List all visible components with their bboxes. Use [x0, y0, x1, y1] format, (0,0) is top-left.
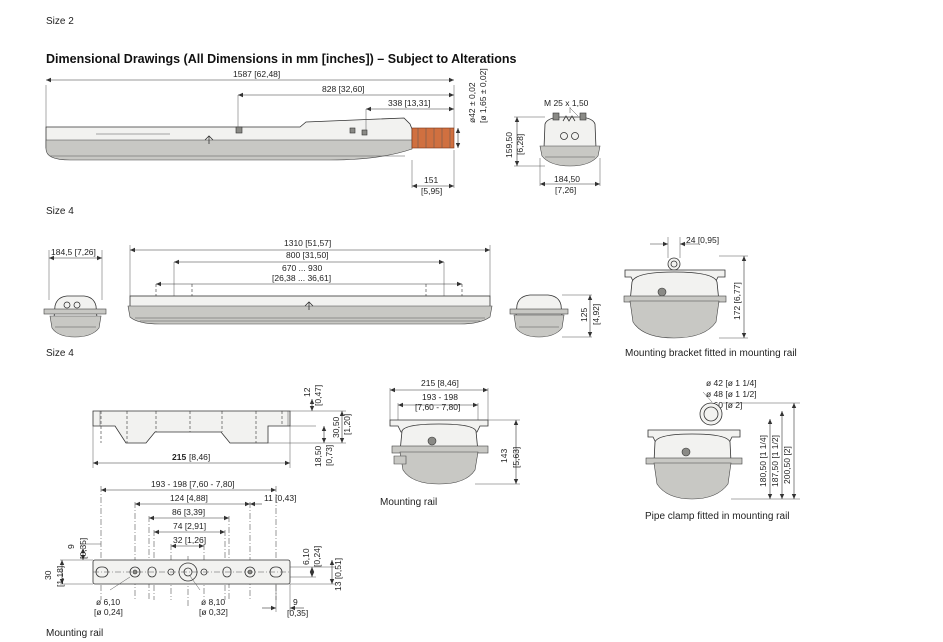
size4-end-view-left: 184,5 [7,26] — [43, 247, 107, 338]
rail-top9-label: 9 — [66, 544, 76, 549]
rail-span-193-label: 193 - 198 [7,60 - 7,80] — [151, 479, 235, 489]
pipe-clamp-ring — [699, 402, 723, 426]
pipe-h180-label: 180,50 [1 1/4] — [758, 435, 768, 487]
pipe-section — [411, 127, 455, 149]
gland-mark-icon — [204, 135, 214, 144]
end-width-label: 184,50 — [554, 174, 580, 184]
pipe-d42-label: ø 42 [ø 1 1/4] — [706, 378, 757, 388]
rail-top-view: 193 - 198 [7,60 - 7,80] 124 [4,88] 11 [0… — [43, 479, 343, 639]
bracket-eye-icon — [667, 257, 681, 271]
hole-810-inch-label: [ø 0,32] — [199, 607, 228, 617]
dia-165-label: [ø 1,65 ± 0,02] — [478, 68, 488, 123]
mrail-height-inch-label: [5,63] — [511, 447, 521, 468]
mrail-span-inch-label: [7,60 - 7,80] — [415, 402, 460, 412]
dia-42-label: ø42 ± 0,02 — [467, 82, 477, 123]
rail-h1850-label: 18,50 — [313, 445, 323, 467]
size4-range-inch-label: [26,38 ... 36,61] — [272, 273, 331, 283]
rail-length-label: 215 — [172, 452, 186, 462]
size4-end-width-label: 184,5 [7,26] — [51, 247, 96, 257]
hole-610-inch-label: [ø 0,24] — [94, 607, 123, 617]
size4-side-view: 1310 [51,57] 800 [31,50] 670 ... 930 [26… — [127, 238, 493, 325]
rail-h3050-inch-label: [1,20] — [342, 414, 352, 435]
cable-entry-icon — [560, 132, 568, 140]
mounting-bracket-view: 24 [0,95] 172 [6,77] Mounting bracket fi… — [623, 235, 797, 359]
slot-icon — [95, 566, 109, 578]
pipe-h187-label: 187,50 [1 1/2] — [770, 435, 780, 487]
dim-1587-label: 1587 [62,48] — [233, 69, 280, 79]
rail-bot9-inch-label: [0,35] — [287, 608, 308, 618]
rail-side-view: 12 [0,47] 30,50 [1,20] 18,50 [0,73] 215 … — [92, 385, 352, 468]
mrail-width-label: 215 [8,46] — [421, 378, 459, 388]
rail-bot9-label: 9 — [293, 597, 298, 607]
rail-h1850-inch-label: [0,73] — [324, 445, 334, 466]
dim-151-inch-label: [5,95] — [421, 186, 442, 196]
hole-810-label: ø 8,10 — [201, 597, 225, 607]
size2-end-view: M 25 x 1,50 159,50 [6,28] 184,50 [7,26] — [504, 98, 601, 195]
mrail-height-label: 143 — [499, 449, 509, 463]
rail-span-86-label: 86 [3,39] — [172, 507, 205, 517]
size4-end-view-right: 125 [4,92] — [509, 294, 601, 338]
size4-span-800-label: 800 [31,50] — [286, 250, 329, 260]
mounting-rail-view: 215 [8,46] 193 - 198 [7,60 - 7,80] 143 [… — [380, 378, 521, 508]
rail-h30-label: 30 — [43, 570, 53, 580]
rail-h30-inch-label: [1,18] — [55, 566, 65, 587]
center-hole-icon — [178, 562, 198, 582]
pipe-d60-label: ø 60 [ø 2] — [706, 400, 742, 410]
mrail-span-label: 193 - 198 — [422, 392, 458, 402]
dim-338-label: 338 [13,31] — [388, 98, 431, 108]
end-width-inch-label: [7,26] — [555, 185, 576, 195]
rail-top9-inch-label: [0,35] — [78, 538, 88, 559]
size4-end-height-inch-label: [4,92] — [591, 304, 601, 325]
cable-gland-icon — [657, 287, 667, 297]
end-height-inch-label: [6,28] — [515, 134, 525, 155]
rail-h12-inch-label: [0,47] — [313, 385, 323, 406]
gland-icon — [562, 115, 576, 122]
dim-151-label: 151 — [424, 175, 438, 185]
rail-span-11-label: 11 [0,43] — [264, 493, 296, 503]
pipe-clamp-caption: Pipe clamp fitted in mounting rail — [645, 511, 790, 522]
size4-length-label: 1310 [51,57] — [284, 238, 331, 248]
size4-range-label: 670 ... 930 — [282, 263, 322, 273]
rail-top-caption: Mounting rail — [46, 628, 103, 639]
bracket-width-label: 24 [0,95] — [686, 235, 719, 245]
dim-828-label: 828 [32,60] — [322, 84, 365, 94]
pipe-clamp-view: ø 42 [ø 1 1/4] ø 48 [ø 1 1/2] ø 60 [ø 2]… — [645, 378, 800, 522]
rail-span-74-label: 74 [2,91] — [173, 521, 206, 531]
size2-side-view: 1587 [62,48] 828 [32,60] 338 [13,31] ø42… — [45, 68, 488, 196]
rail-h610-label: 6,10 — [301, 548, 311, 565]
rail-h610-inch-label: [0,24] — [312, 546, 322, 567]
end-height-label: 159,50 — [504, 132, 514, 158]
page-title: Dimensional Drawings (All Dimensions in … — [46, 52, 516, 66]
bracket-height-label: 172 [6,77] — [732, 282, 742, 320]
size4-end-height-label: 125 — [579, 308, 589, 322]
mrail-caption: Mounting rail — [380, 497, 437, 508]
pipe-h200-label: 200,50 [2] — [782, 446, 792, 484]
rail-h3050-label: 30,50 — [331, 416, 341, 438]
rail-span-124-label: 124 [4,88] — [170, 493, 208, 503]
pipe-d48-label: ø 48 [ø 1 1/2] — [706, 389, 757, 399]
size4-heading-b: Size 4 — [46, 348, 74, 359]
rail-length-inch-label: [8,46] — [189, 452, 210, 462]
thread-label: M 25 x 1,50 — [544, 98, 589, 108]
size4-heading-a: Size 4 — [46, 206, 74, 217]
rail-span-32-label: 32 [1,26] — [173, 535, 206, 545]
bracket-caption: Mounting bracket fitted in mounting rail — [625, 348, 797, 359]
size2-heading: Size 2 — [46, 16, 74, 27]
pipe-gland-icon — [681, 447, 691, 457]
rail-h13-label: 13 [0,51] — [333, 558, 343, 591]
rail-h12-label: 12 — [302, 387, 312, 397]
hole-610-label: ø 6,10 — [96, 597, 120, 607]
